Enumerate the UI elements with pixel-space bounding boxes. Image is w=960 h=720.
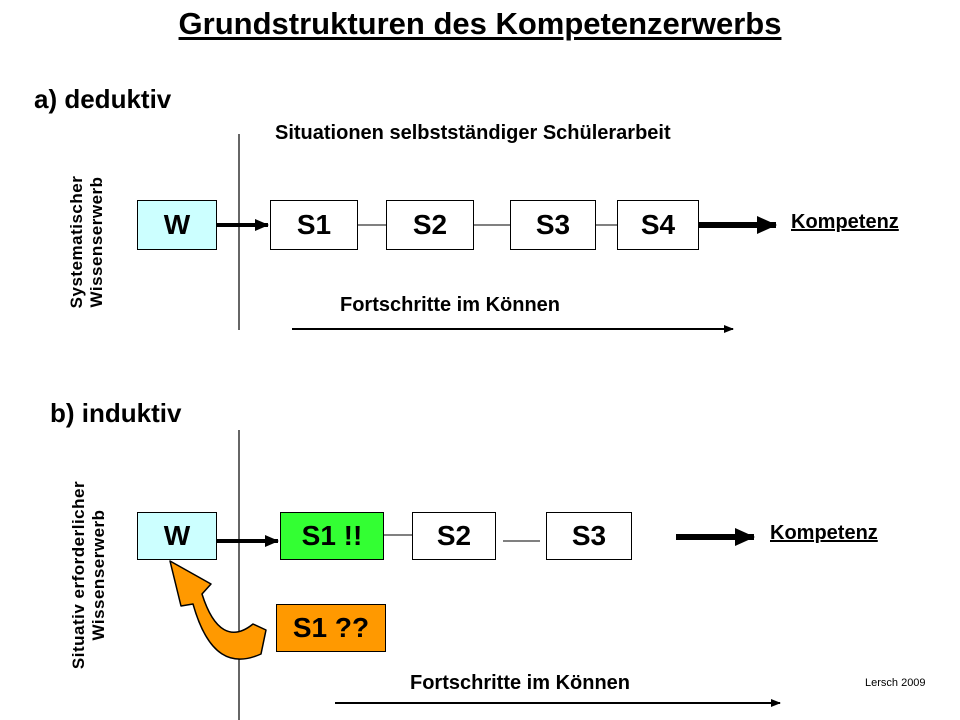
section-a-kompetenz-label: Kompetenz [791,211,899,233]
section-b-return-arrow [169,560,267,660]
page-title: Grundstrukturen des Kompetenzerwerbs [178,6,782,41]
section-a-step-s2: S2 [386,200,474,250]
section-b-heading: b) induktiv [50,398,182,428]
section-b-kompetenz-label: Kompetenz [770,522,878,544]
section-b-w-box: W [137,512,217,560]
section-b-progress-label: Fortschritte im Können [410,672,631,694]
section-a-step-s3: S3 [510,200,596,250]
credit-text: Lersch 2009 [865,677,926,689]
section-a-step-s1: S1 [270,200,358,250]
section-b-step-s3: S3 [546,512,632,560]
section-a-heading: a) deduktiv [34,84,172,114]
section-b-step-s1: S1 !! [280,512,384,560]
section-b-step-s2: S2 [412,512,496,560]
section-a-top-caption: Situationen selbstständiger Schülerarbei… [275,122,671,144]
section-b-question-box: S1 ?? [276,604,386,652]
section-a-w-box: W [137,200,217,250]
section-a-progress-label: Fortschritte im Können [340,294,561,316]
section-a-step-s4: S4 [617,200,699,250]
